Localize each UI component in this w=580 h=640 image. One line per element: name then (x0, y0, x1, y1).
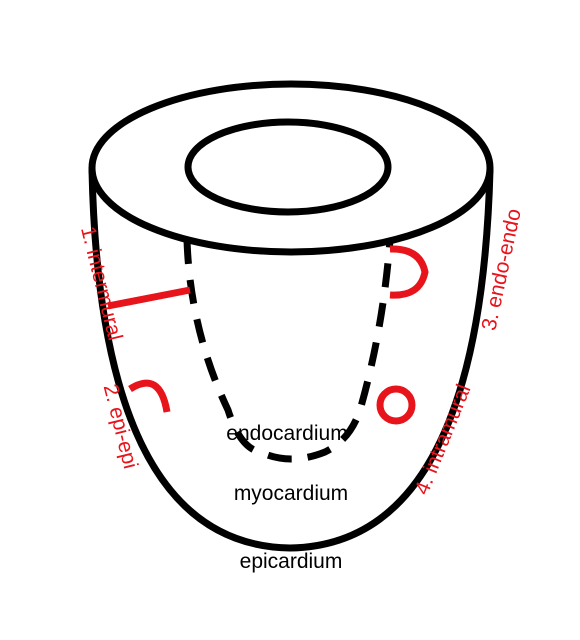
epi-epi-connection (128, 379, 171, 413)
endocardium-label: endocardium (226, 422, 347, 445)
intramural-label: 4. intramural (410, 381, 475, 498)
intramural-connection (376, 385, 416, 425)
intermural-connection (107, 286, 191, 310)
inner-rim-ellipse (184, 118, 392, 216)
outer-rim-ellipse (88, 80, 494, 256)
epicardium-outline (88, 166, 494, 552)
endo-endo-connection (389, 245, 429, 299)
endocardium-dashed-outline (183, 239, 394, 463)
intermural-label: 1. intermural (76, 224, 127, 343)
myocardium-label: myocardium (234, 482, 348, 505)
epicardium-label: epicardium (240, 550, 343, 573)
